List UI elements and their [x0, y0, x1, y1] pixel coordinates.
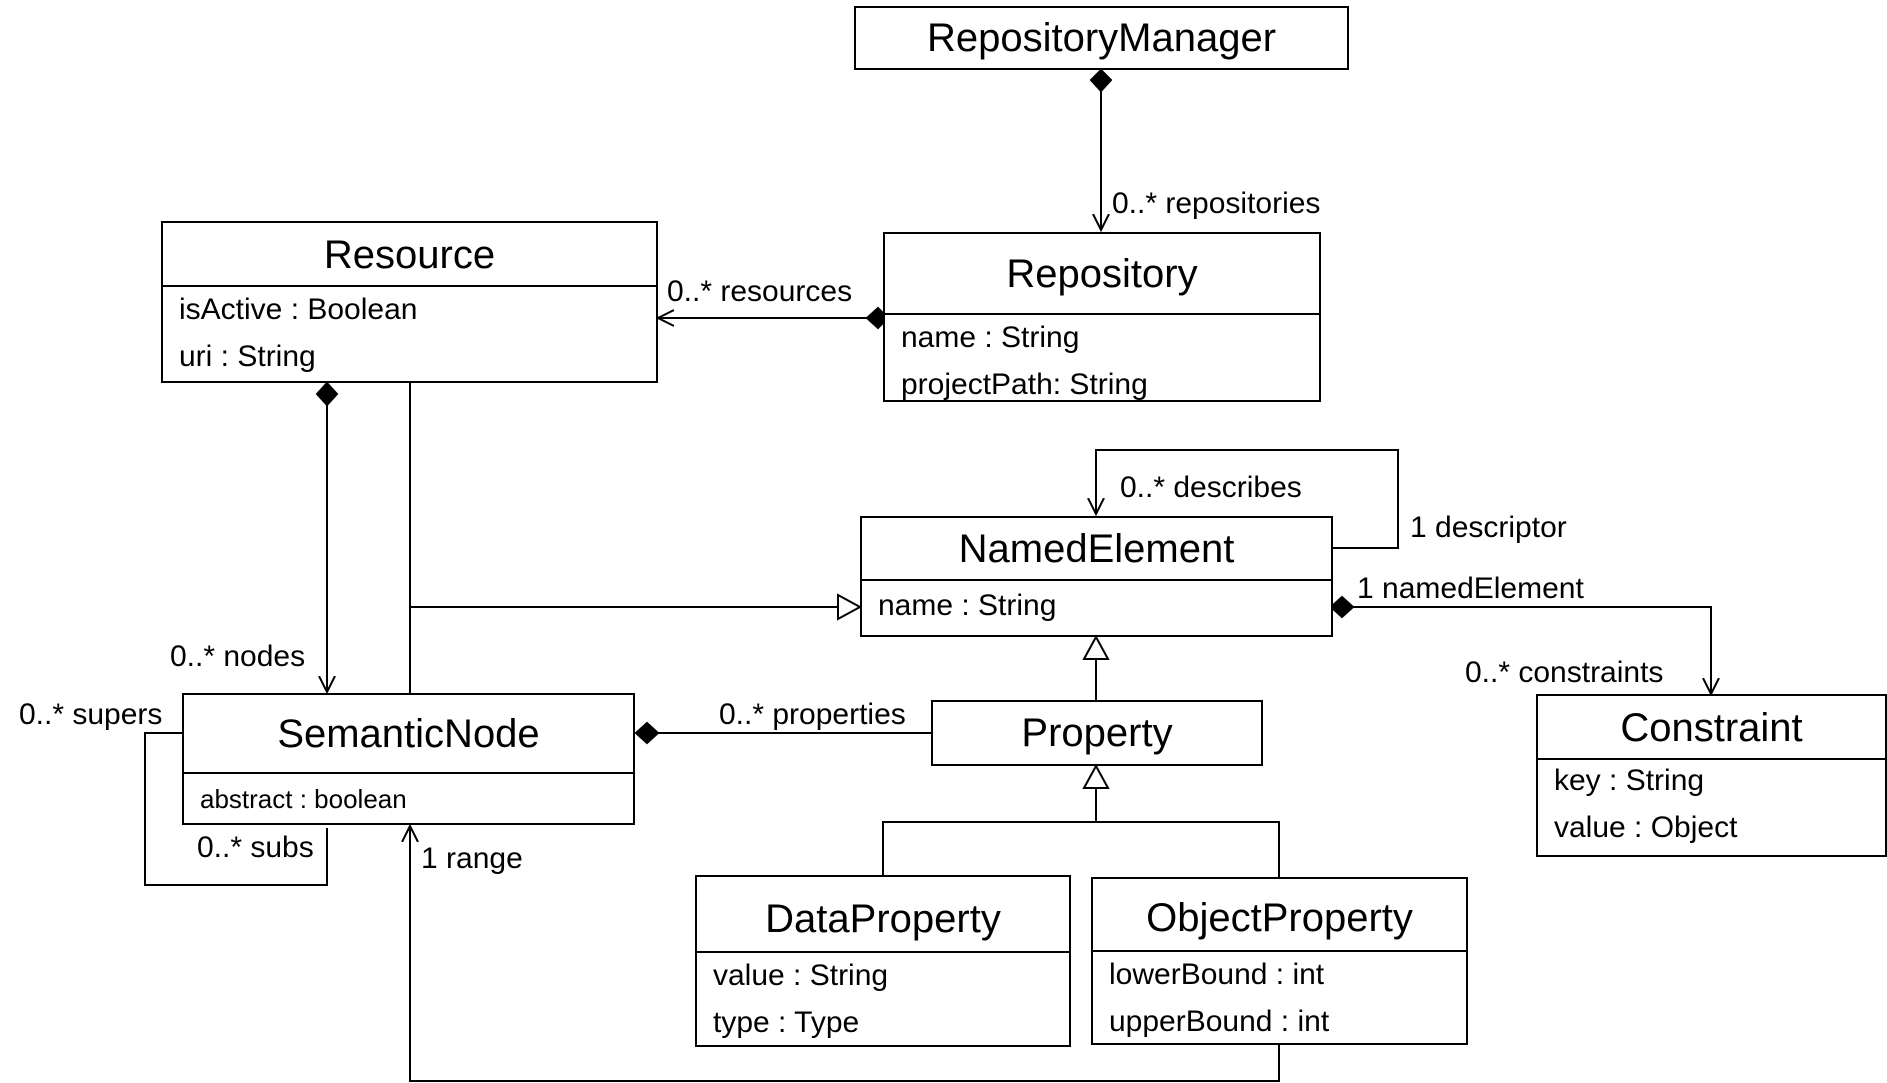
- class-semantic-node: SemanticNode abstract : boolean: [182, 693, 635, 825]
- attribute: abstract : boolean: [200, 784, 407, 814]
- label-constraints: 0..* constraints: [1465, 656, 1663, 689]
- class-property: Property: [931, 700, 1263, 766]
- attribute: uri : String: [179, 340, 316, 373]
- class-name: RepositoryManager: [926, 16, 1277, 60]
- attribute: name : String: [901, 321, 1080, 354]
- class-repository: Repository name : String projectPath: St…: [883, 232, 1321, 402]
- generalization-triangle-property: [1082, 763, 1110, 789]
- attribute: value : String: [713, 959, 889, 992]
- range-association-line: [410, 826, 1280, 1082]
- class-name: Constraint: [1538, 696, 1885, 760]
- attribute: name : String: [878, 589, 1057, 622]
- describes-self-association-line: [1096, 449, 1399, 549]
- class-name: NamedElement: [862, 518, 1331, 581]
- generalization-triangle-namedelement-left: [837, 593, 863, 621]
- resources-composition-diamond: [865, 306, 890, 330]
- attribute: lowerBound : int: [1109, 958, 1325, 991]
- attribute: value : Object: [1554, 811, 1738, 844]
- generalization-triangle-namedelement-bottom: [1082, 634, 1110, 660]
- supers-subs-self-association-line: [144, 732, 328, 886]
- attribute: key : String: [1554, 764, 1705, 797]
- class-data-property: DataProperty value : String type : Type: [695, 875, 1071, 1047]
- label-descriptor: 1 descriptor: [1410, 511, 1567, 544]
- class-named-element: NamedElement name : String: [860, 516, 1333, 637]
- constraints-composition-diamond: [1329, 595, 1355, 619]
- label-properties: 0..* properties: [719, 698, 906, 731]
- label-range: 1 range: [421, 842, 523, 875]
- label-describes: 0..* describes: [1120, 471, 1302, 504]
- label-named-element: 1 namedElement: [1357, 572, 1584, 605]
- class-constraint: Constraint key : String value : Object: [1536, 694, 1887, 857]
- class-name: Resource: [163, 223, 656, 287]
- class-name: DataProperty: [697, 877, 1069, 953]
- attribute: upperBound : int: [1109, 1005, 1330, 1038]
- class-resource: Resource isActive : Boolean uri : String: [161, 221, 658, 383]
- subproperty-generalization-branches: [882, 821, 1280, 877]
- repositories-composition-diamond: [1089, 68, 1113, 93]
- class-name: ObjectProperty: [1093, 879, 1466, 952]
- label-subs: 0..* subs: [197, 831, 314, 864]
- nodes-composition-diamond: [315, 381, 339, 407]
- attribute: projectPath: String: [901, 368, 1148, 401]
- class-name: SemanticNode: [184, 695, 633, 774]
- label-nodes: 0..* nodes: [170, 640, 305, 673]
- label-repositories: 0..* repositories: [1112, 187, 1320, 220]
- label-supers: 0..* supers: [19, 698, 162, 731]
- label-resources: 0..* resources: [667, 275, 852, 308]
- constraints-association-line: [1353, 606, 1711, 694]
- attribute: type : Type: [713, 1006, 860, 1039]
- properties-composition-diamond: [634, 721, 660, 745]
- class-object-property: ObjectProperty lowerBound : int upperBou…: [1091, 877, 1468, 1045]
- attribute: isActive : Boolean: [179, 293, 418, 326]
- class-name: Repository: [885, 234, 1319, 315]
- class-name: Property: [1021, 711, 1173, 755]
- class-repository-manager: RepositoryManager: [854, 6, 1349, 70]
